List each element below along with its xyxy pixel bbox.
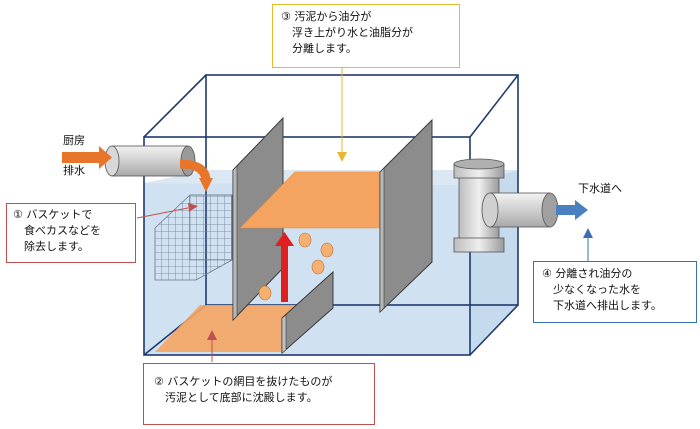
outlet-pipe-icon — [453, 158, 559, 253]
inflow-arrow — [62, 146, 112, 169]
callout-step1-line1: ① バスケットで — [13, 208, 93, 221]
outlet-label: 下水道へ — [578, 182, 622, 195]
callout-step1-line3: 除去します。 — [13, 240, 89, 253]
callout-connectors — [136, 68, 593, 362]
inlet-label-line2: 排水 — [63, 164, 85, 177]
callout-step1: ① バスケットで 食べカスなどを 除去します。 — [6, 203, 136, 263]
oil-droplet-icon — [258, 232, 334, 301]
basket-mesh-icon — [154, 194, 233, 281]
callout-step3-line3: 分離します。 — [281, 42, 357, 55]
callout-step3: ③ 汚泥から油分が 浮き上がり水と油脂分が 分離します。 — [272, 4, 460, 68]
left-partition-edge — [232, 165, 238, 321]
callout-step3-line2: 浮き上がり水と油脂分が — [281, 26, 413, 39]
callout-step4-line1: ④ 分離され油分の — [542, 267, 633, 280]
callout-step4-line3: 下水道へ排出します。 — [542, 299, 662, 312]
callout-step2-line2: 汚泥として底部に沈殿します。 — [154, 391, 318, 404]
callout-step4: ④ 分離され油分の 少なくなった水を 下水道へ排出します。 — [533, 261, 697, 323]
callout-step1-line2: 食べカスなどを — [13, 224, 101, 237]
callout-step3-line1: ③ 汚泥から油分が — [281, 10, 372, 23]
inlet-label: 厨房 排水 — [56, 118, 85, 178]
callout-step2-line1: ② バスケットの網目を抜けたものが — [154, 375, 333, 388]
outflow-arrow — [556, 200, 588, 220]
inlet-label-line1: 厨房 — [63, 134, 85, 147]
callout-step2: ② バスケットの網目を抜けたものが 汚泥として底部に沈殿します。 — [143, 363, 375, 425]
middle-partition-edge — [281, 314, 287, 354]
right-partition-edge — [379, 167, 385, 313]
callout-step4-line2: 少なくなった水を — [542, 283, 641, 296]
sludge-layer — [155, 305, 296, 352]
rise-arrow — [275, 232, 294, 302]
inflow-curve-arrow — [179, 159, 211, 181]
